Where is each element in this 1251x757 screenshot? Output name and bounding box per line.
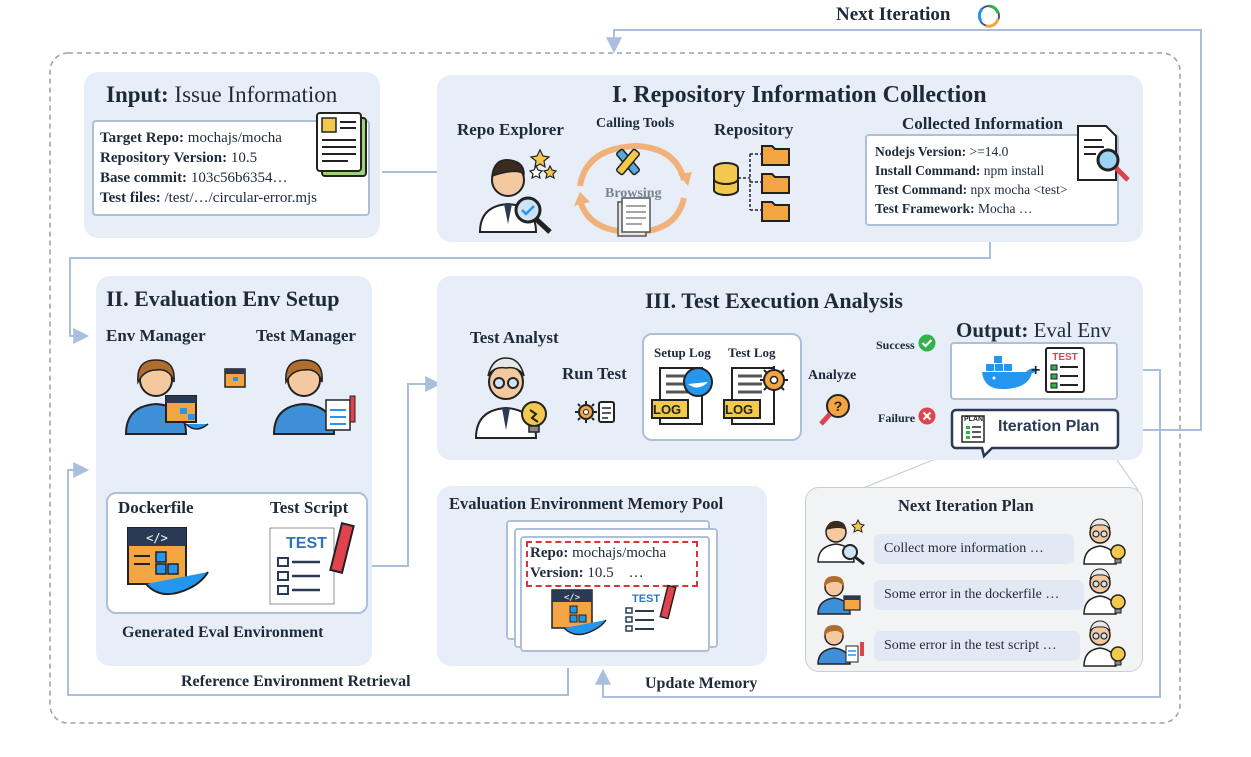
test-script-label: Test Script [270, 498, 349, 517]
plan-item: Collect more information … [874, 534, 1074, 564]
memory-entry-repo: Repo: mochajs/mocha [530, 545, 667, 561]
cycle-icon [977, 4, 1000, 28]
outer-dashed-frame [49, 52, 1181, 724]
tools-cycle-icon [574, 142, 692, 237]
plan-item: Some error in the test script … [874, 631, 1080, 661]
repo-explorer-label: Repo Explorer [457, 120, 564, 139]
dockerfile-icon: </> [127, 527, 209, 595]
success-check-icon [918, 334, 936, 352]
analyst-small-icon-3 [1083, 620, 1126, 667]
failure-x-icon [918, 407, 936, 425]
setup-log-icon [651, 367, 713, 425]
generated-env-label: Generated Eval Environment [122, 624, 324, 641]
collected-row: Test Command: npx mocha <test> [875, 182, 1068, 197]
arrow-script-to-analyst [368, 376, 442, 567]
repo-explorer-avatar-icon [478, 148, 558, 234]
test-script-icon: TEST [269, 522, 355, 605]
input-row: Target Repo: mochajs/mocha [100, 130, 282, 146]
arrow-update-memory [595, 369, 1161, 698]
collected-info-title: Collected Information [902, 114, 1064, 133]
arrow-collected-to-env [69, 222, 991, 344]
update-memory-label: Update Memory [645, 675, 758, 692]
analyze-label: Analyze [808, 368, 857, 383]
failure-label: Failure [878, 411, 916, 425]
input-row: Test files: /test/…/circular-error.mjs [100, 190, 318, 206]
arrow-reference-retrieval [67, 462, 569, 696]
memory-pool-title: Evaluation Environment Memory Pool [449, 494, 724, 513]
collected-row: Install Command: npm install [875, 163, 1045, 178]
document-search-icon [1077, 125, 1130, 182]
memory-entry-version: Version: 10.5 … [530, 565, 644, 581]
run-test-gear-icon [575, 401, 615, 423]
input-row: Repository Version: 10.5 [100, 150, 258, 166]
repository-label: Repository [714, 120, 794, 139]
memory-entry-highlight [526, 541, 698, 587]
env-manager-small-icon [817, 576, 861, 615]
setup-log-label: Setup Log [654, 345, 711, 360]
plus-sign: + [1031, 362, 1041, 379]
test-manager-small-icon [817, 625, 864, 665]
collected-row: Nodejs Version: >=14.0 [875, 144, 1009, 159]
test-log-label: Test Log [728, 345, 776, 360]
next-plan-title: Next Iteration Plan [898, 496, 1034, 515]
input-title: Input: Issue Information [106, 82, 338, 107]
dockerfile-label: Dockerfile [118, 498, 194, 517]
test-exec-title: III. Test Execution Analysis [645, 288, 903, 313]
collected-info-box: Nodejs Version: >=14.0 Install Command: … [865, 134, 1119, 226]
next-iteration-loop [606, 29, 1202, 431]
analyst-small-icon-2 [1083, 568, 1126, 615]
collected-row: Test Framework: Mocha … [875, 201, 1033, 216]
svg-text:</>: </> [564, 593, 581, 603]
test-log-tag: LOG [725, 402, 754, 417]
iteration-plan-bubble [950, 408, 1120, 459]
repository-tree-icon [713, 145, 790, 222]
iteration-plan-label: Iteration Plan [998, 418, 1100, 435]
analyst-small-icon-1 [1083, 518, 1126, 565]
plan-item: Some error in the dockerfile … [874, 580, 1084, 610]
calling-tools-label: Calling Tools [596, 116, 675, 131]
test-manager-label: Test Manager [256, 326, 356, 345]
svg-text:TEST: TEST [286, 535, 327, 552]
svg-text:TEST: TEST [1052, 352, 1078, 363]
test-analyst-label: Test Analyst [470, 328, 559, 347]
explorer-small-icon [817, 518, 865, 566]
plan-tag: PLAN [964, 416, 984, 423]
run-test-label: Run Test [562, 364, 627, 383]
env-manager-label: Env Manager [106, 326, 206, 345]
document-icon [316, 112, 367, 177]
svg-text:TEST: TEST [632, 593, 660, 605]
test-log-icon [723, 366, 788, 425]
success-label: Success [876, 338, 915, 352]
next-iteration-label: Next Iteration [836, 4, 951, 25]
svg-text:</>: </> [146, 531, 168, 545]
docker-whale-icon [982, 356, 1038, 389]
env-manager-avatar-icon [124, 359, 209, 435]
memory-test-icon: TEST [622, 584, 677, 638]
analyze-magnifier-icon: ? [819, 394, 850, 426]
svg-text:?: ? [834, 398, 843, 414]
input-row: Base commit: 103c56b6354… [100, 170, 288, 186]
code-card-icon [224, 368, 246, 388]
test-checklist-icon: TEST [1045, 347, 1085, 393]
env-setup-title: II. Evaluation Env Setup [106, 286, 340, 311]
input-info-rows: Target Repo: mochajs/mocha Repository Ve… [100, 128, 317, 208]
test-manager-avatar-icon [272, 359, 356, 435]
setup-log-tag: LOG [653, 402, 682, 417]
collected-info-rows: Nodejs Version: >=14.0 Install Command: … [875, 142, 1067, 218]
reference-retrieval-label: Reference Environment Retrieval [181, 673, 411, 690]
memory-dockerfile-icon: </> [551, 589, 607, 636]
output-title: Output: Eval Env [956, 318, 1112, 342]
test-analyst-avatar-icon [474, 357, 547, 439]
repo-collection-title: I. Repository Information Collection [612, 82, 987, 108]
